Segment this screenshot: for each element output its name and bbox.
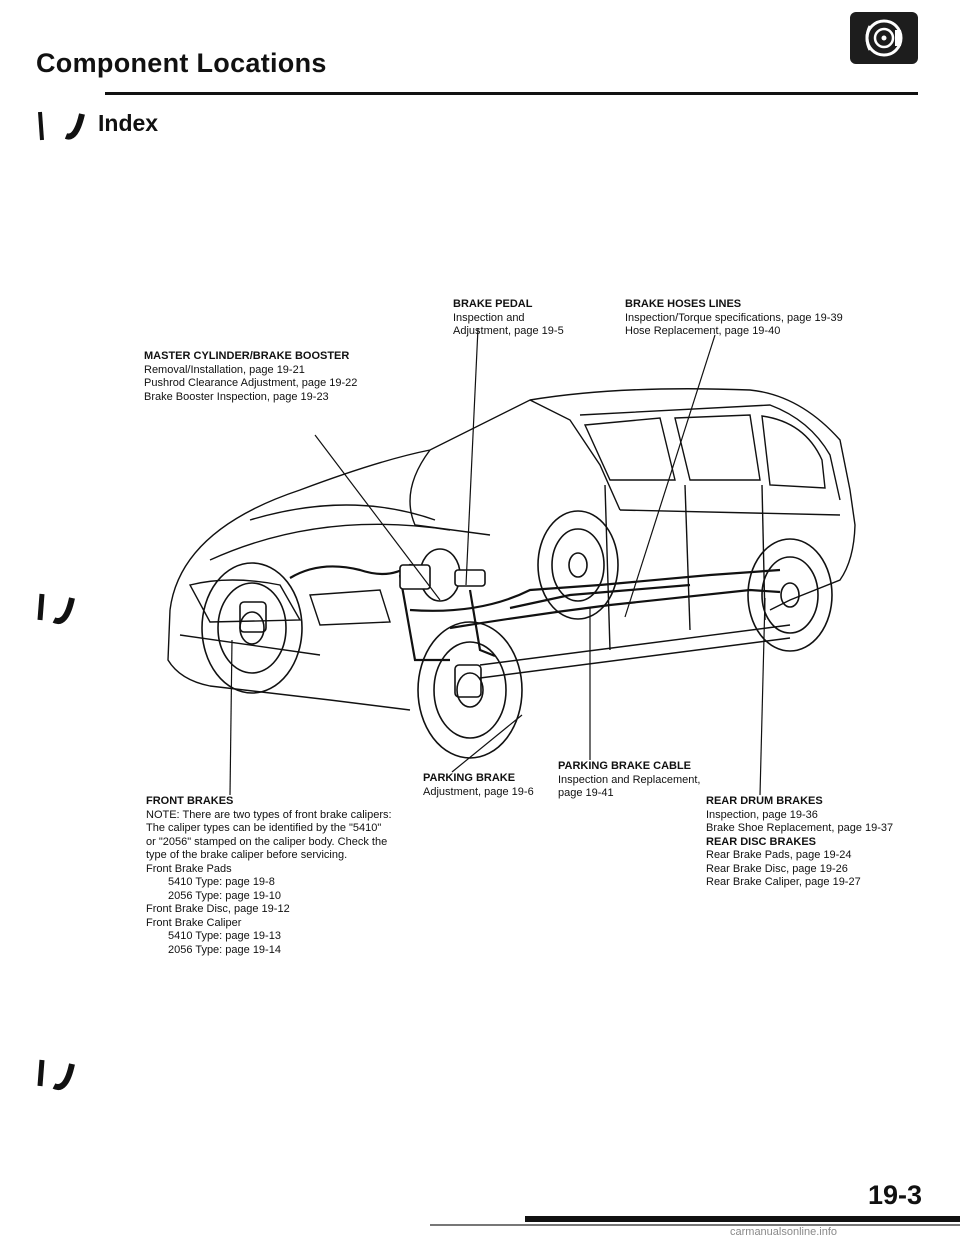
callout-line: Rear Brake Disc, page 19-26 [706, 862, 848, 875]
callout-rear-drum-head: REAR DRUM BRAKES [706, 795, 823, 807]
callout-front-brakes-head: FRONT BRAKES [146, 795, 234, 807]
callout-parking-brake-head: PARKING BRAKE [423, 772, 516, 784]
callout-line: Adjustment, page 19-6 [423, 785, 534, 798]
callout-line: Brake Shoe Replacement, page 19-37 [706, 822, 894, 834]
callout-line: Brake Booster Inspection, page 19-23 [144, 390, 329, 403]
title-rule [105, 92, 918, 95]
page-title: Component Locations [36, 48, 327, 78]
callout-line: Front Brake Caliper [146, 916, 242, 929]
footer-rule [525, 1216, 960, 1222]
callout-line: NOTE: There are two types of front brake… [146, 808, 392, 821]
binder-mark-top [36, 106, 96, 146]
callout-line: Rear Brake Caliper, page 19-27 [706, 876, 861, 888]
callout-line: Front Brake Disc, page 19-12 [146, 903, 290, 915]
callout-line: 5410 Type: page 19-8 [168, 876, 275, 888]
callout-front-brakes: FRONT BRAKES NOTE: There are two types o… [146, 795, 392, 957]
binder-mark-bottom [36, 1054, 96, 1094]
callout-rear-disc-head: REAR DISC BRAKES [706, 835, 817, 848]
callout-brake-pedal-head: BRAKE PEDAL [453, 298, 533, 310]
callout-line: Inspection/Torque specifications, page 1… [625, 311, 843, 324]
footer-rule-thin [430, 1224, 960, 1226]
callout-line: 2056 Type: page 19-10 [168, 889, 281, 902]
watermark-text: carmanualsonline.info [730, 1226, 838, 1238]
callout-line: Front Brake Pads [146, 862, 232, 875]
callout-line: type of the brake caliper before servici… [146, 849, 348, 861]
callout-line: Hose Replacement, page 19-40 [625, 325, 781, 337]
callout-line: Inspection and [453, 311, 525, 324]
callout-line: Inspection, page 19-36 [706, 808, 818, 821]
section-title: Index [98, 110, 159, 136]
callout-master-cylinder: MASTER CYLINDER/BRAKE BOOSTER Removal/In… [144, 350, 357, 404]
callout-line: page 19-41 [558, 787, 614, 799]
callout-line: 5410 Type: page 19-13 [168, 930, 281, 942]
callout-line: 2056 Type: page 19-14 [168, 943, 281, 956]
callout-line: Adjustment, page 19-5 [453, 325, 564, 337]
car-brake-system-illustration [167, 388, 856, 759]
callout-line: Rear Brake Pads, page 19-24 [706, 849, 852, 861]
callout-line: Pushrod Clearance Adjustment, page 19-22 [144, 377, 358, 389]
callout-brake-hoses: BRAKE HOSES LINES Inspection/Torque spec… [625, 298, 843, 339]
callout-brake-hoses-head: BRAKE HOSES LINES [625, 298, 742, 310]
callout-parking-cable-head: PARKING BRAKE CABLE [558, 760, 692, 772]
callout-parking-brake: PARKING BRAKE Adjustment, page 19-6 [423, 772, 534, 799]
callout-line: Inspection and Replacement, [558, 773, 701, 786]
callout-parking-brake-cable: PARKING BRAKE CABLE Inspection and Repla… [558, 760, 700, 801]
callout-line: or "2056" stamped on the caliper body. C… [146, 835, 388, 848]
callout-line: Removal/Installation, page 19-21 [144, 363, 305, 376]
callout-master-cylinder-head: MASTER CYLINDER/BRAKE BOOSTER [144, 350, 350, 362]
binder-mark-middle [36, 588, 96, 628]
callout-rear-brakes: REAR DRUM BRAKES Inspection, page 19-36 … [706, 795, 893, 890]
brake-disc-icon [850, 12, 918, 64]
page-number: 19-3 [868, 1180, 923, 1210]
callout-line: The caliper types can be identified by t… [146, 822, 382, 834]
callout-brake-pedal: BRAKE PEDAL Inspection and Adjustment, p… [453, 298, 564, 339]
